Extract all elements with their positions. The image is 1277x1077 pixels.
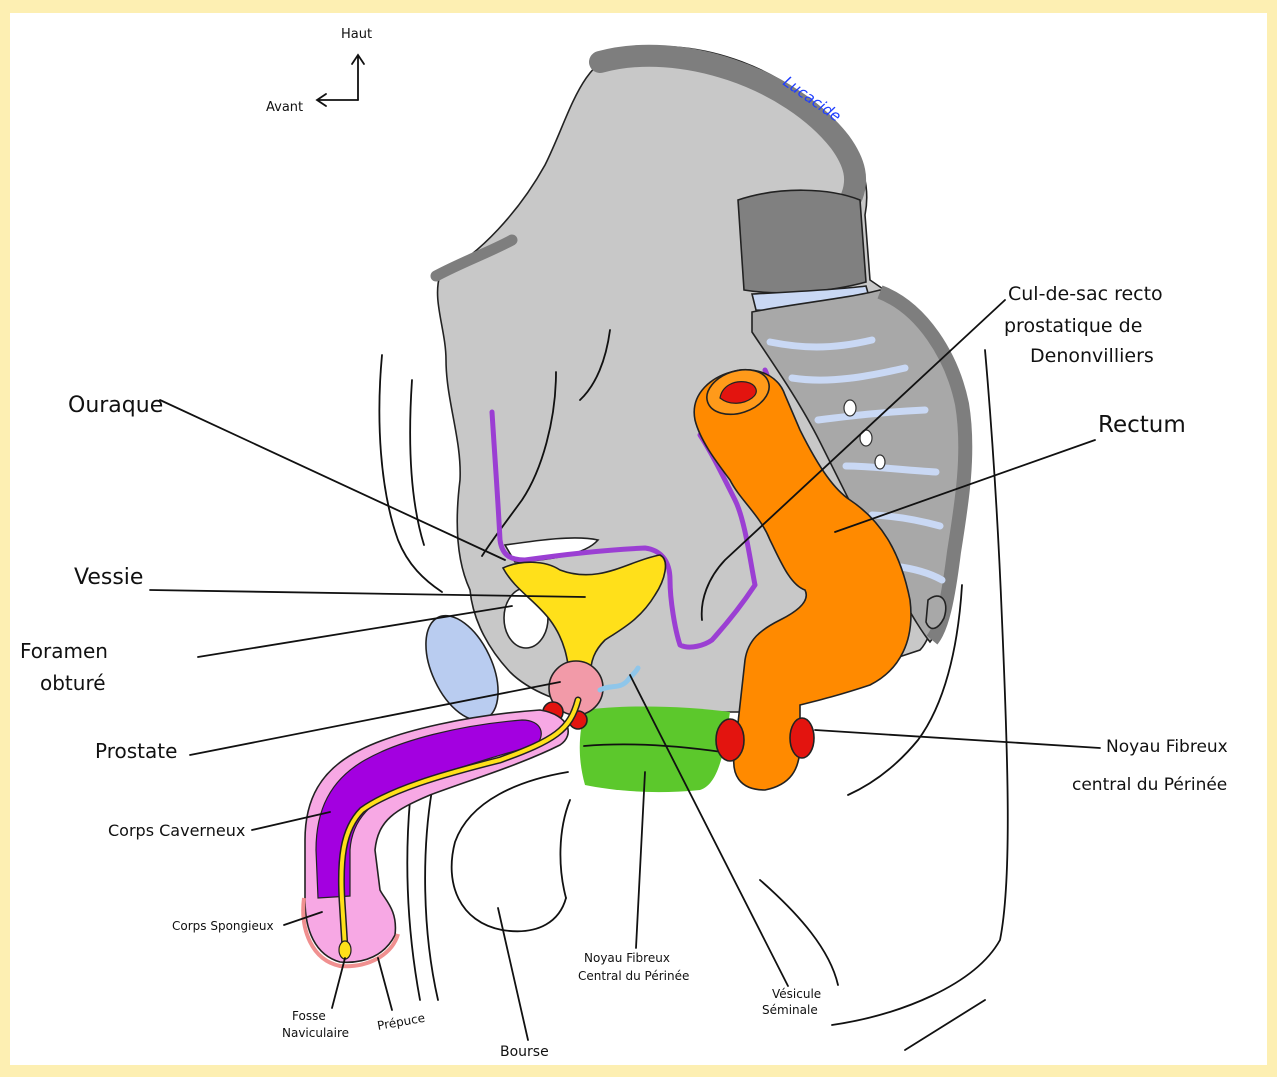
- label-vesicule-line1: Vésicule: [772, 987, 821, 1001]
- label-vesicule-line2: Séminale: [762, 1003, 818, 1017]
- sacral-foramen: [844, 400, 856, 416]
- label-foramen-line2: obturé: [40, 671, 106, 695]
- vertebra-l5: [738, 190, 866, 293]
- label-foramen-line1: Foramen: [20, 639, 108, 663]
- label-cul-de-sac-line2: prostatique de: [1004, 315, 1142, 337]
- label-corps-caverneux: Corps Caverneux: [108, 821, 245, 840]
- label-cul-de-sac-line3: Denonvilliers: [1030, 345, 1154, 367]
- label-noyau-bottom-line2: Central du Périnée: [578, 969, 689, 983]
- label-bourse: Bourse: [500, 1044, 549, 1060]
- sacral-foramen: [875, 455, 885, 469]
- label-ouraque: Ouraque: [68, 393, 163, 418]
- front-label: Avant: [266, 100, 303, 115]
- perineal-node-right: [790, 718, 814, 758]
- up-label: Haut: [341, 27, 372, 42]
- fosse-naviculaire-shape: [339, 941, 351, 959]
- label-prostate: Prostate: [95, 739, 177, 763]
- label-cul-de-sac-line1: Cul-de-sac recto: [1008, 283, 1163, 305]
- label-rectum: Rectum: [1098, 412, 1186, 438]
- label-vessie: Vessie: [74, 565, 143, 590]
- label-fosse-line2: Naviculaire: [282, 1026, 349, 1040]
- label-corps-spongieux: Corps Spongieux: [172, 919, 274, 933]
- perineal-node-left: [716, 719, 744, 761]
- label-noyau-bottom-line1: Noyau Fibreux: [584, 951, 670, 965]
- label-fosse-line1: Fosse: [292, 1009, 326, 1023]
- label-noyau-right-line2: central du Périnée: [1072, 775, 1227, 795]
- label-noyau-right-line1: Noyau Fibreux: [1106, 737, 1228, 757]
